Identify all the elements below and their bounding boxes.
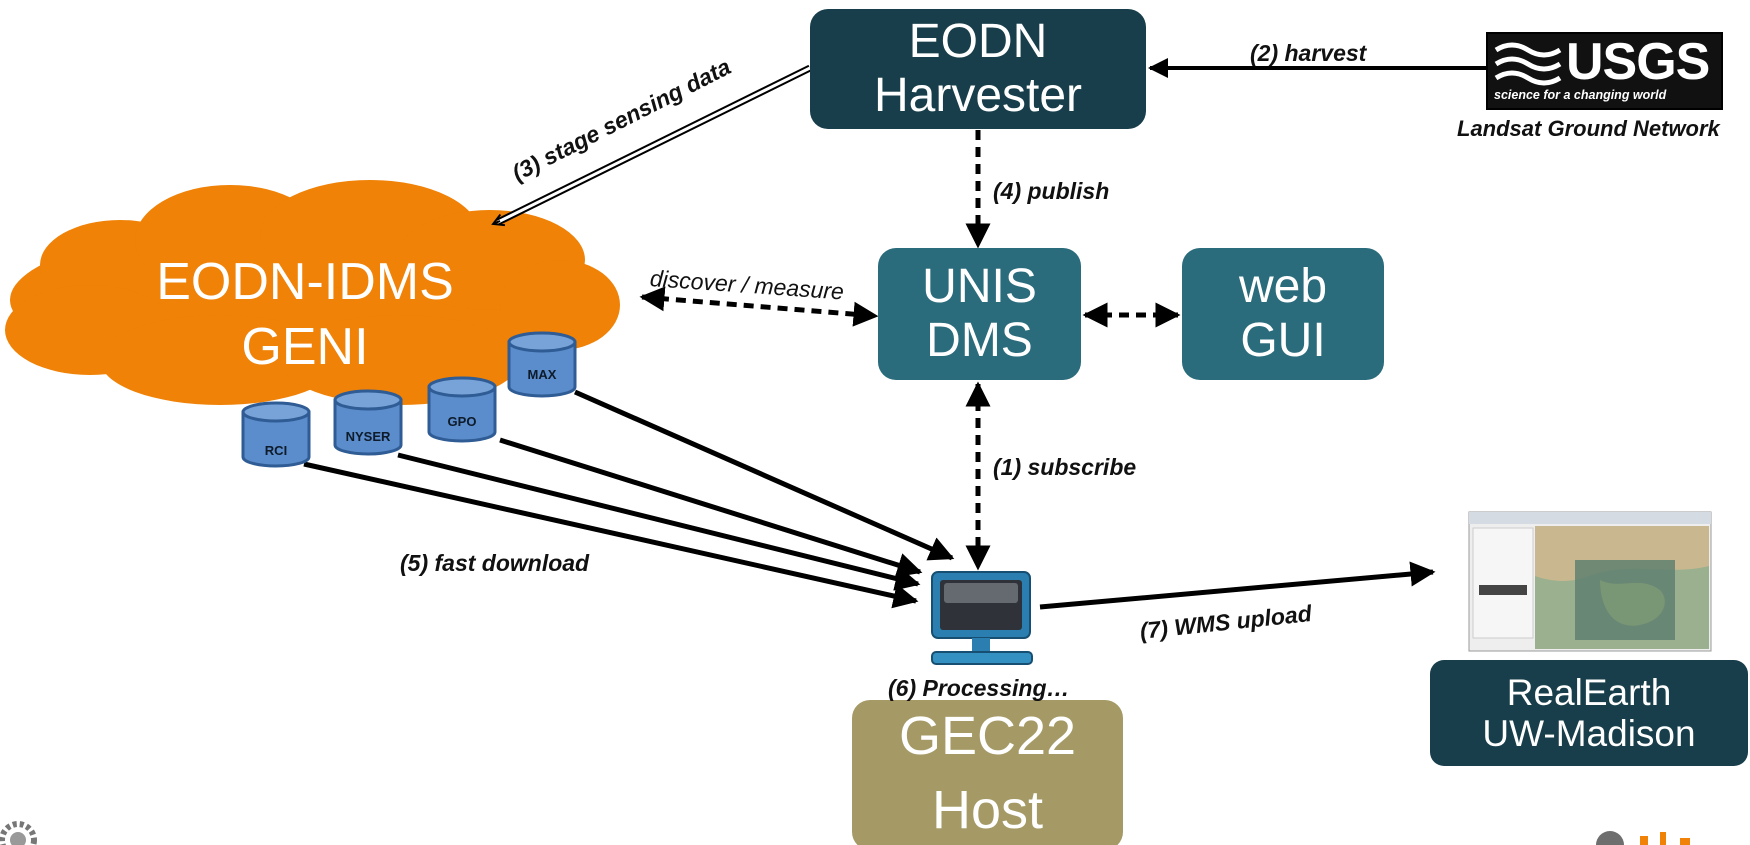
node-label: web: [1238, 260, 1328, 314]
realearth-screenshot-image: [1468, 511, 1712, 652]
usgs-wave-icon: [1494, 42, 1562, 86]
gec22-host-node: GEC22 Host: [852, 700, 1123, 845]
depot-label: RCI: [265, 443, 287, 458]
depot-max: MAX: [507, 331, 577, 398]
gear-logo-icon: [0, 821, 37, 845]
processing-label: (6) Processing…: [888, 675, 1070, 701]
eodn-idms-cloud: [5, 180, 620, 405]
cloud-label-line1: EODN-IDMS: [156, 253, 454, 311]
node-label: Host: [931, 780, 1044, 841]
eodn-harvester-node: EODN Harvester: [810, 9, 1146, 129]
usgs-logo-text: USGS: [1566, 33, 1710, 91]
node-label: GUI: [1240, 314, 1326, 367]
web-gui-node: web GUI: [1182, 248, 1384, 380]
usgs-caption: Landsat Ground Network: [1457, 116, 1720, 141]
node-label: EODN: [908, 15, 1048, 69]
wms-upload-edge: [1039, 561, 1436, 610]
realearth-node: RealEarth UW-Madison: [1430, 660, 1748, 766]
node-label: DMS: [926, 314, 1033, 367]
usgs-tagline: science for a changing world: [1494, 88, 1667, 102]
cloud-label-line2: GENI: [241, 318, 369, 376]
node-label: RealEarth: [1506, 671, 1672, 713]
depot-label: MAX: [528, 367, 557, 382]
depot-label: GPO: [448, 414, 477, 429]
cloud-label: EODN-IDMS GENI: [110, 250, 500, 380]
computer-icon: [931, 571, 1033, 665]
node-label: UW-Madison: [1482, 713, 1696, 754]
node-label: GEC22: [898, 706, 1077, 766]
depot-gpo: GPO: [427, 376, 497, 443]
usgs-logo: USGS science for a changing world: [1486, 32, 1723, 110]
stage-edge: [491, 64, 812, 227]
depot-nyser: NYSER: [333, 389, 403, 456]
subscribe-label: (1) subscribe: [993, 454, 1137, 480]
node-label: UNIS: [922, 260, 1037, 314]
harvest-label: (2) harvest: [1250, 40, 1367, 66]
corner-logo-icon: [1596, 831, 1690, 845]
depot-label: NYSER: [346, 429, 391, 444]
fast-download-label: (5) fast download: [400, 550, 590, 576]
publish-label: (4) publish: [993, 178, 1110, 204]
depot-rci: RCI: [241, 401, 311, 468]
node-label: Harvester: [873, 69, 1083, 122]
unis-dms-node: UNIS DMS: [878, 248, 1081, 380]
fast-download-edges: [303, 389, 955, 609]
discover-edge: [639, 286, 879, 327]
